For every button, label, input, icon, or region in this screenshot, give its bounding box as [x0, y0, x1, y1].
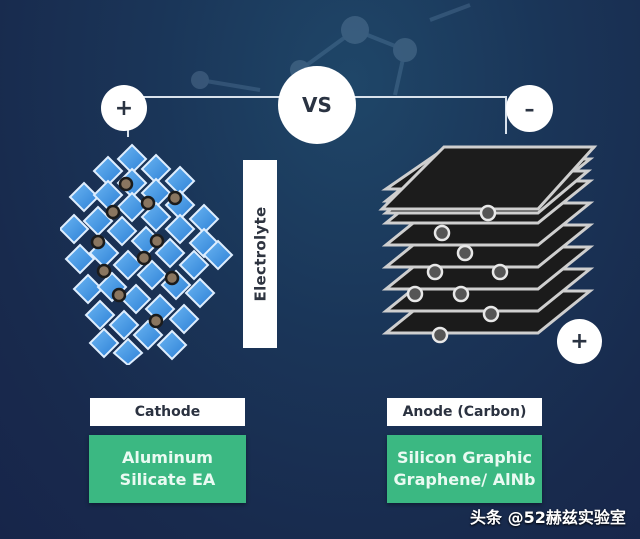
watermark: 头条 @52赫兹实验室: [470, 508, 626, 527]
anode-title: Anode (Carbon): [402, 404, 527, 420]
cathode-crystal-lattice-icon: [60, 143, 234, 365]
vs-badge: VS: [278, 66, 356, 144]
anode-material-line2: Graphene/ AlNb: [393, 470, 536, 489]
electrolyte-separator: Electrolyte: [243, 160, 277, 348]
anode-plus-badge: +: [557, 319, 602, 364]
anode-title-box: Anode (Carbon): [387, 398, 542, 426]
plus-icon: +: [570, 329, 589, 354]
anode-graphite-stack-icon: [378, 145, 598, 344]
cathode-material-line1: Aluminum: [122, 448, 213, 467]
vs-label: VS: [302, 93, 332, 117]
cathode-material-box: Aluminum Silicate EA: [89, 435, 246, 503]
electrolyte-label: Electrolyte: [251, 206, 270, 302]
plus-icon: +: [114, 95, 134, 121]
cathode-title: Cathode: [134, 404, 201, 420]
anode-material-box: Silicon Graphic Graphene/ AlNb: [387, 435, 542, 503]
minus-icon: –: [524, 96, 535, 121]
cathode-material-line2: Silicate EA: [119, 470, 216, 489]
anode-minus-terminal: –: [506, 85, 553, 132]
cathode-title-box: Cathode: [90, 398, 245, 426]
cathode-plus-terminal: +: [101, 85, 147, 131]
anode-material-line1: Silicon Graphic: [396, 448, 533, 467]
